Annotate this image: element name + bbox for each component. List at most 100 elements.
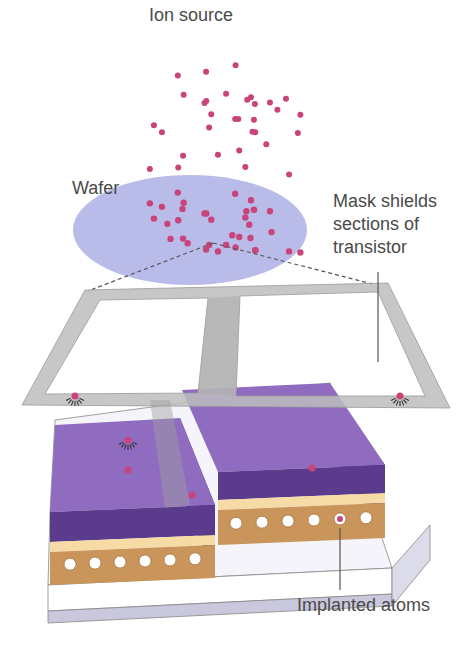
ion [72, 393, 79, 400]
ion [180, 235, 186, 241]
wafer-disc [73, 175, 307, 285]
splash-stroke [74, 401, 75, 406]
ion [244, 97, 250, 103]
ion-beams-on-wafer [147, 189, 304, 255]
mask-bar [198, 296, 240, 396]
ion [249, 129, 255, 135]
ion [295, 130, 301, 136]
wafer-label: Wafer [72, 177, 119, 200]
ion [252, 247, 258, 253]
splash-stroke [79, 398, 83, 400]
atom [282, 515, 294, 527]
ion [236, 148, 242, 154]
splash-stroke [399, 401, 400, 406]
splash-stroke [130, 445, 132, 450]
splash-stroke [402, 401, 404, 406]
mask-shadow [150, 400, 190, 508]
ion [252, 101, 258, 107]
ion [232, 191, 238, 197]
ion [248, 197, 254, 203]
ion [184, 240, 190, 246]
splash-stroke [403, 400, 406, 404]
ion [125, 437, 132, 444]
atom [256, 516, 268, 528]
atom [308, 514, 320, 526]
ion [251, 207, 257, 213]
ion [297, 112, 303, 118]
atom [114, 556, 126, 568]
splash-stroke [71, 401, 73, 406]
ion [215, 152, 221, 158]
lattice-atoms [64, 512, 372, 570]
ion [159, 129, 165, 135]
fin-top [50, 418, 215, 512]
leader-line [339, 528, 340, 590]
atom [360, 512, 372, 524]
ion [235, 116, 241, 122]
leader-line [377, 272, 378, 362]
ion [203, 246, 209, 252]
atom [230, 517, 242, 529]
splash-stroke [119, 442, 123, 444]
ion [397, 393, 404, 400]
ion [229, 232, 235, 238]
splash-stroke [131, 444, 134, 448]
ion [268, 229, 274, 235]
ion [179, 206, 185, 212]
ion [297, 249, 303, 255]
ion [246, 222, 252, 228]
ion [274, 107, 280, 113]
splash-stroke [127, 445, 128, 450]
ion-beam [250, 52, 253, 200]
ion [208, 216, 214, 222]
ion [286, 171, 292, 177]
implant-mask [22, 283, 450, 408]
ion [147, 200, 153, 206]
atom [89, 557, 101, 569]
ion [180, 153, 186, 159]
fin-channel-layer [50, 545, 215, 585]
ion [164, 221, 170, 227]
ion [232, 244, 238, 250]
ion [202, 100, 208, 106]
ion [175, 165, 181, 171]
implanted-atoms-label: Implanted atoms [297, 594, 430, 617]
fin-channel-layer [218, 503, 385, 545]
splash-stroke [78, 400, 81, 404]
splash-stroke [391, 398, 395, 400]
ion [236, 234, 242, 240]
ion [208, 111, 214, 117]
splash-stroke [77, 401, 79, 406]
ion [267, 208, 273, 214]
ion-source-label: Ion source [149, 4, 233, 27]
ion [159, 204, 165, 210]
ion [223, 91, 229, 97]
splash-stroke [393, 400, 396, 404]
splash-stroke [124, 445, 126, 450]
ion-splash [66, 398, 409, 450]
atom [64, 558, 76, 570]
splash-stroke [66, 398, 70, 400]
splash-stroke [121, 444, 124, 448]
ion [233, 62, 239, 68]
ion [167, 236, 173, 242]
substrate-side [392, 525, 430, 606]
atom [189, 553, 201, 565]
ion [175, 217, 181, 223]
atom [164, 554, 176, 566]
ion [147, 166, 153, 172]
ion [247, 235, 253, 241]
ion [175, 189, 181, 195]
ion [242, 214, 248, 220]
ion [243, 208, 249, 214]
ion [283, 96, 289, 102]
splash-stroke [132, 442, 136, 444]
atom [139, 555, 151, 567]
ion [263, 141, 269, 147]
ion [242, 164, 248, 170]
ion [215, 248, 221, 254]
splash-stroke [396, 401, 398, 406]
splash-stroke [68, 400, 71, 404]
